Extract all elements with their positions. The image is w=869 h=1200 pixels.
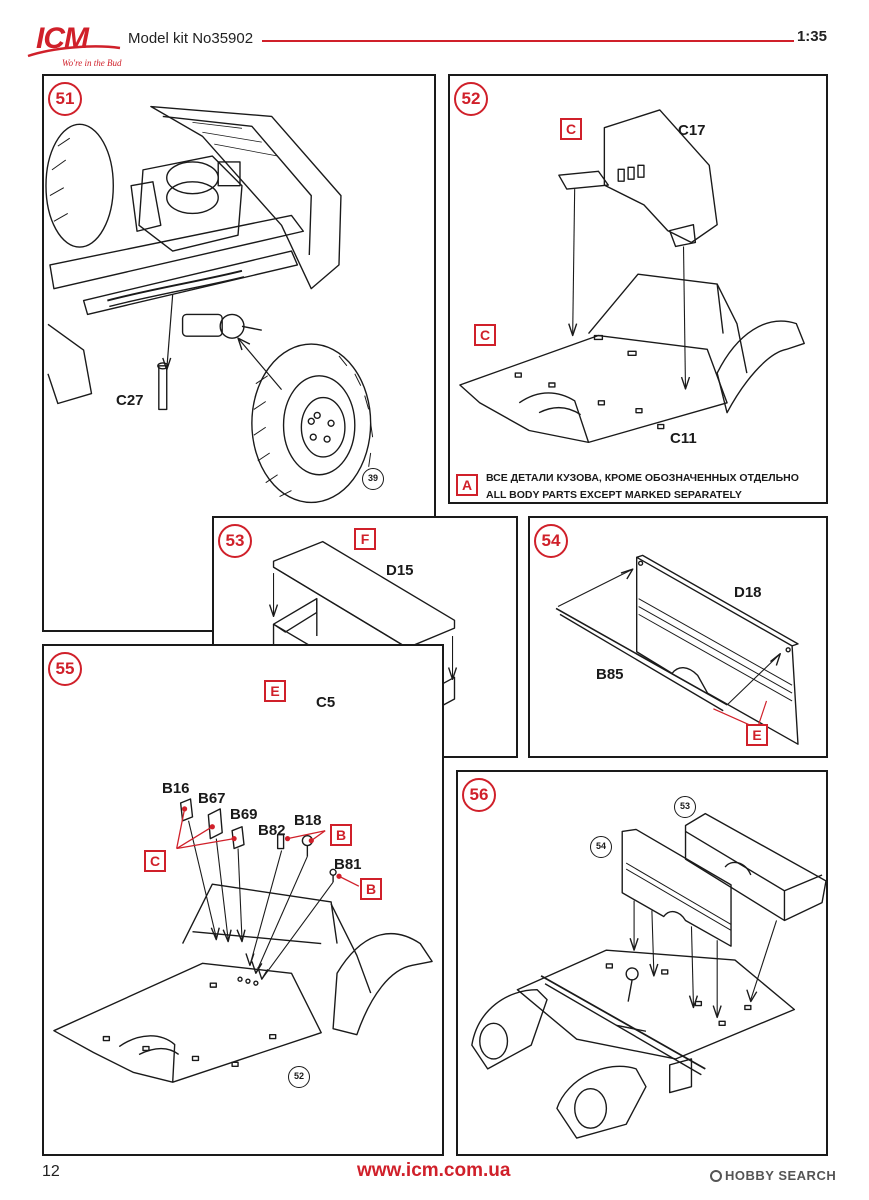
marker-c: C	[144, 850, 166, 872]
page-number: 12	[42, 1163, 60, 1180]
part-label-b81: B81	[334, 856, 362, 873]
step-52-badge: 52	[454, 82, 488, 116]
ref-step-54: 54	[590, 836, 612, 858]
watermark-text: HOBBY SEARCH	[725, 1168, 837, 1183]
marker-b-1: B	[330, 824, 352, 846]
step-54-panel: 54 D18 B85 E	[528, 516, 828, 758]
ref-step-39: 39	[362, 468, 384, 490]
marker-b-2: B	[360, 878, 382, 900]
step-55-panel: 55	[42, 644, 444, 1156]
step-51-badge: 51	[48, 82, 82, 116]
ref-step-53: 53	[674, 796, 696, 818]
assembly-drawing	[471, 812, 826, 1139]
logo-wordmark: ICM	[36, 22, 89, 55]
part-label-b16: B16	[162, 780, 190, 797]
step-56-badge: 56	[462, 778, 496, 812]
marker-c-left: C	[474, 324, 496, 346]
body-floor-drawing	[459, 109, 805, 444]
rear-panel-drawing	[555, 554, 799, 745]
step-56-panel: 56	[456, 770, 828, 1156]
header-rule	[262, 40, 794, 42]
marker-e: E	[264, 680, 286, 702]
chassis-axle-drawing	[45, 105, 374, 504]
watermark-logo-icon	[710, 1170, 722, 1182]
part-label-c5: C5	[316, 694, 336, 711]
floor-parts-drawing	[53, 798, 433, 1083]
part-label-b85: B85	[596, 666, 624, 683]
body-parts-note: ВСЕ ДЕТАЛИ КУЗОВА, КРОМЕ ОБОЗНАЧЕННЫХ ОТ…	[486, 470, 799, 504]
logo-swoosh-icon	[27, 45, 121, 58]
note-english: ALL BODY PARTS EXCEPT MARKED SEPARATELY	[486, 489, 742, 501]
step-52-panel: 52 C C17 C C11 A	[448, 74, 828, 504]
kit-number: Model kit No35902	[128, 30, 254, 47]
note-russian: ВСЕ ДЕТАЛИ КУЗОВА, КРОМЕ ОБОЗНАЧЕННЫХ ОТ…	[486, 472, 799, 484]
marker-c-top: C	[560, 118, 582, 140]
marker-f: F	[354, 528, 376, 550]
part-label-d18: D18	[734, 584, 762, 601]
marker-e: E	[746, 724, 768, 746]
website-url: www.icm.com.ua	[357, 1160, 511, 1181]
scale-label: 1:35	[796, 28, 827, 45]
part-label-b82: B82	[258, 822, 286, 839]
part-label-c27: C27	[116, 392, 144, 409]
part-label-c11: C11	[670, 430, 697, 447]
ref-step-52: 52	[288, 1066, 310, 1088]
part-label-d15: D15	[386, 562, 414, 579]
marker-a: A	[456, 474, 478, 496]
part-label-c17: C17	[678, 122, 706, 139]
step-55-badge: 55	[48, 652, 82, 686]
part-label-b67: B67	[198, 790, 226, 807]
part-label-b69: B69	[230, 806, 258, 823]
step-53-badge: 53	[218, 524, 252, 558]
logo-tagline: Wo're in the Bud	[62, 58, 122, 68]
hobby-search-watermark: HOBBY SEARCH	[710, 1168, 836, 1183]
step-54-badge: 54	[534, 524, 568, 558]
part-label-b18: B18	[294, 812, 322, 829]
icm-logo: ICM Wo're in the Bud	[22, 18, 126, 68]
